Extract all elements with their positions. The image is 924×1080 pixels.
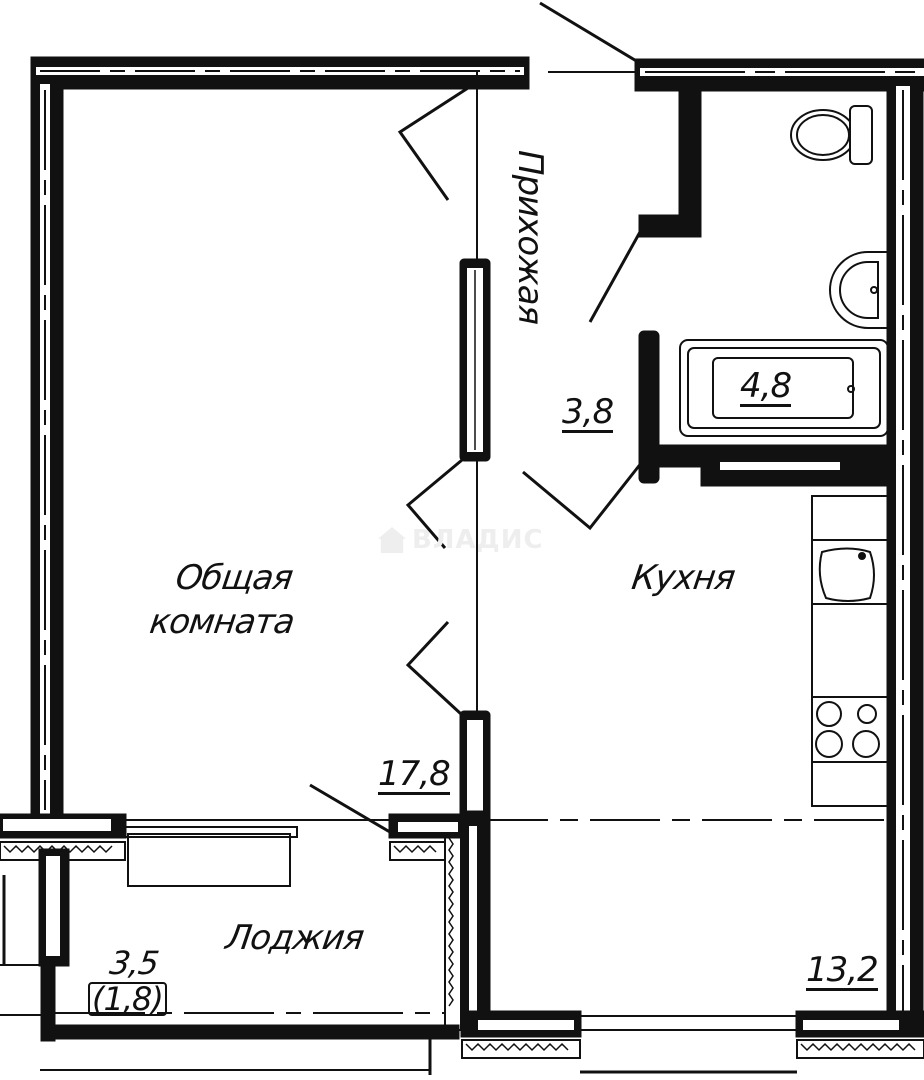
toilet-icon xyxy=(790,105,873,165)
room-area-living: 17,8 xyxy=(378,754,451,795)
loggia-bottom-wall xyxy=(40,1012,460,1075)
room-name-loggia: Лоджия xyxy=(223,918,366,958)
wall-right xyxy=(886,80,924,1024)
sink-icon xyxy=(829,251,888,329)
room-area-hallway: 3,8 xyxy=(562,392,614,433)
watermark: ВЛАДИС xyxy=(378,525,544,555)
house-icon xyxy=(378,527,406,553)
watermark-text: ВЛАДИС xyxy=(412,525,544,555)
wall-left xyxy=(30,78,64,822)
room-name-living-2: комната xyxy=(147,602,297,642)
kitchen-sink-icon xyxy=(818,547,875,602)
loggia-left-wall xyxy=(0,848,70,1042)
bathroom-walls xyxy=(638,84,892,487)
door-swing-loggia xyxy=(309,783,396,837)
wall-top-left xyxy=(30,56,530,90)
room-name-hallway: Прихожая xyxy=(510,150,550,325)
loggia-kitchen-wall xyxy=(444,810,491,1031)
room-area-loggia: 3,5 xyxy=(107,944,161,982)
door-swing-2 xyxy=(405,458,463,549)
entry-door-line xyxy=(539,1,639,64)
bathtub-icon xyxy=(679,339,889,437)
door-swing-1 xyxy=(397,86,469,201)
stove-icon xyxy=(815,701,880,758)
room-area-loggia-reduced: (1,8) xyxy=(88,982,167,1016)
room-area-kitchen: 13,2 xyxy=(806,950,879,991)
kitchen-bottom-wall xyxy=(460,1010,924,1074)
room-name-living-1: Общая xyxy=(173,558,295,598)
loggia-top-wall xyxy=(0,813,464,887)
kitchen-counter xyxy=(811,495,889,807)
door-swing-3 xyxy=(405,620,463,716)
door-swing-bath xyxy=(522,461,644,531)
room-area-bathroom: 4,8 xyxy=(740,366,792,407)
room-name-kitchen: Кухня xyxy=(629,558,737,598)
